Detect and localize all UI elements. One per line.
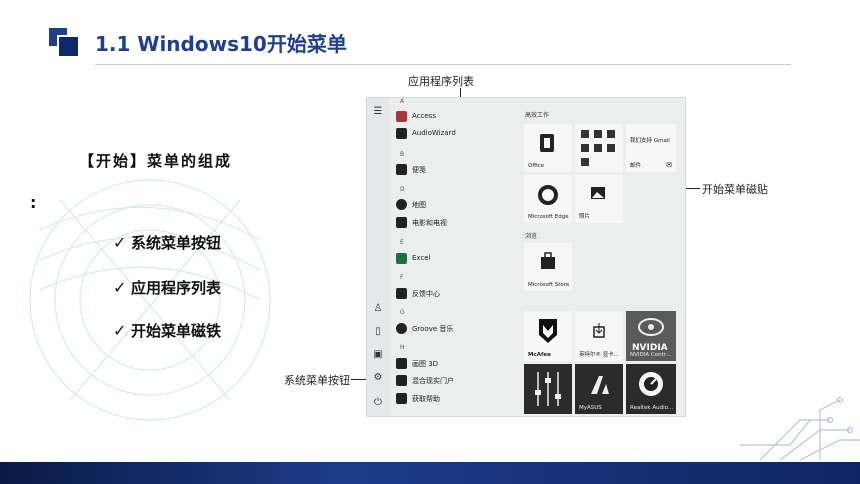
office-icon [540,134,554,152]
section-subtitle: 【开始】菜单的组成 [79,152,233,170]
app-maps[interactable]: 地图 [396,198,516,212]
app-audiowizard[interactable]: AudioWizard [396,127,516,141]
bullet-start-tiles: ✓开始菜单磁铁 [113,320,221,341]
realtek-icon [639,372,663,396]
check-icon: ✓ [113,278,127,297]
tile-office-apps[interactable] [575,124,623,172]
feedback-icon [396,288,407,299]
mail-icon: ✉ [666,161,672,169]
tile-audio-control[interactable] [524,364,572,414]
app-groove[interactable]: Groove 音乐 [396,322,516,336]
footer-band [0,462,860,484]
tile-group-title: 浏览 [525,233,538,240]
bullet-text: 系统菜单按钮 [131,234,222,252]
tile-photos[interactable]: 照片 [575,175,623,223]
annotation-app-list: 应用程序列表 [408,75,474,88]
tile-group-title: 高效工作 [525,112,550,119]
power-icon[interactable]: ⏻ [374,397,382,408]
app-paint3d[interactable]: 画图 3D [396,357,516,371]
app-access[interactable]: Access [396,110,516,124]
access-icon [396,111,407,122]
annotation-tiles: 开始菜单磁贴 [702,183,768,196]
annotation-line-system-button [351,379,373,380]
letter-header[interactable]: A [400,98,405,105]
hamburger-menu-icon[interactable]: ☰ [373,106,383,117]
office-apps-icon [581,130,615,166]
groove-icon [396,323,407,334]
store-icon [541,252,555,269]
pictures-icon[interactable]: ▣ [373,349,383,360]
letter-header[interactable]: F [400,274,404,281]
tile-myasus[interactable]: MyASUS [575,364,623,414]
system-menu-rail: ☰ ♙ ▯ ▣ ⚙ ⏻ [367,98,389,416]
settings-icon[interactable]: ⚙ [373,372,383,383]
edge-icon [538,185,558,205]
tile-realtek[interactable]: Realtek Audio... [626,364,676,414]
tile-office[interactable]: Office [524,124,572,172]
app-excel[interactable]: Excel [396,252,516,266]
start-tiles: 高效工作 Office 我们支持 Gmail 邮件 ✉ Microsof [519,98,685,416]
app-movies-tv[interactable]: 电影和电视 [396,216,516,230]
tile-edge[interactable]: Microsoft Edge [524,175,572,223]
audiowizard-icon [396,128,407,139]
tile-intel-graphics[interactable]: 英特尔® 显卡... [575,311,623,361]
app-mixed-reality[interactable]: 混合现实门户 [396,374,516,388]
slide-title: 1.1 Windows10开始菜单 [95,32,347,56]
user-icon[interactable]: ♙ [373,303,383,314]
check-icon: ✓ [113,321,127,340]
paint3d-icon [396,358,407,369]
app-sticky-notes[interactable]: 便笺 [396,163,516,177]
letter-header[interactable]: D [400,186,405,193]
bullet-system-menu-button: ✓系统菜单按钮 [113,232,221,253]
title-logo-front [57,35,80,58]
bullet-text: 应用程序列表 [131,279,222,297]
mixed-reality-icon [396,375,407,386]
colon-mark: : [30,193,37,212]
maps-icon [396,199,407,210]
tile-mail[interactable]: 我们支持 Gmail 邮件 ✉ [626,124,676,172]
myasus-icon [591,376,609,394]
get-help-icon [396,393,407,404]
intel-graphics-icon [593,323,605,338]
app-get-help[interactable]: 获取帮助 [396,392,516,406]
documents-icon[interactable]: ▯ [375,326,381,337]
movies-tv-icon [396,217,407,228]
letter-header[interactable]: G [400,309,405,316]
sticky-notes-icon [396,164,407,175]
photos-icon [591,187,605,199]
app-feedback-hub[interactable]: 反馈中心 [396,287,516,301]
equalizer-icon [535,372,561,406]
check-icon: ✓ [113,233,127,252]
letter-header[interactable]: E [400,239,404,246]
tile-nvidia[interactable]: NVIDIA NVIDIA Contr... [626,311,676,361]
letter-header[interactable]: B [400,151,405,158]
bullet-app-list: ✓应用程序列表 [113,277,221,298]
title-divider [95,64,791,65]
tile-store[interactable]: Microsoft Store [524,243,572,291]
start-menu-screenshot: ☰ ♙ ▯ ▣ ⚙ ⏻ A Access AudioWizard B 便笺 D … [366,97,686,417]
tile-mcafee[interactable]: McAfee [524,311,572,361]
nvidia-icon [638,318,664,336]
bullet-text: 开始菜单磁铁 [131,322,222,340]
annotation-system-button: 系统菜单按钮 [284,374,350,387]
app-list: A Access AudioWizard B 便笺 D 地图 电影和电视 E E… [391,98,519,416]
mcafee-icon [539,319,557,343]
letter-header[interactable]: H [400,344,405,351]
excel-icon [396,253,407,264]
